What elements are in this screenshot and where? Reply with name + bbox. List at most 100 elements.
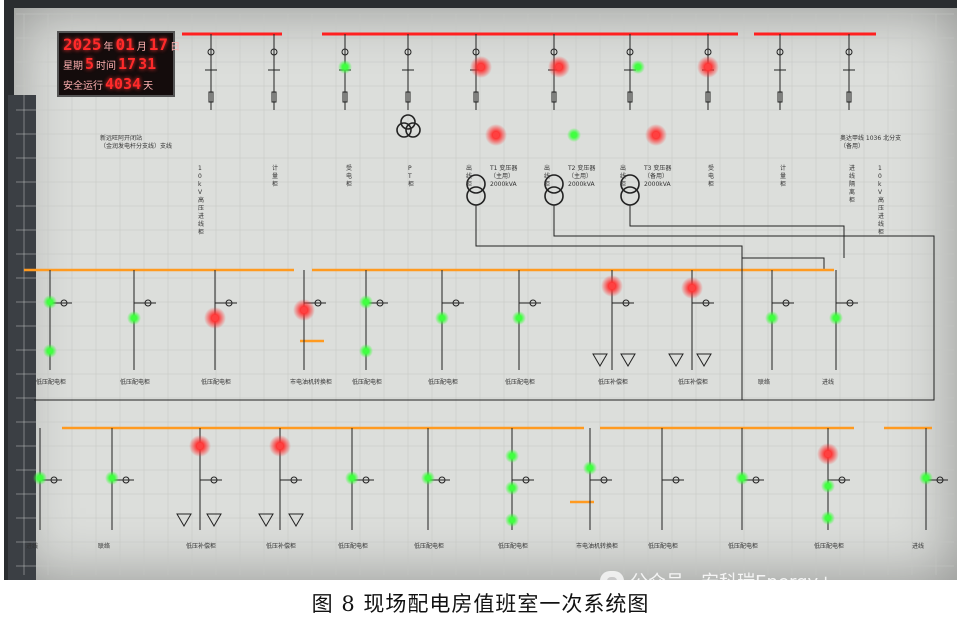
cb-symbol bbox=[529, 299, 537, 307]
lv-panels bbox=[34, 252, 948, 530]
green-lamp bbox=[43, 344, 57, 358]
green-lamp bbox=[421, 471, 435, 485]
red-lamp bbox=[485, 124, 507, 146]
clock-weekday-label: 星期 bbox=[63, 61, 83, 72]
hv-bay-label: 受电柜 bbox=[346, 164, 352, 188]
clock-month: 01 bbox=[115, 35, 135, 54]
panel-label: 低压配电柜 bbox=[505, 378, 535, 386]
panel-label: 低压配电柜 bbox=[36, 378, 66, 386]
clock-safe-days: 4034 bbox=[105, 75, 142, 93]
watermark: 公众号 · 安科瑞Energy+ bbox=[600, 568, 833, 580]
bottom-row-labels: 进线联络低压补偿柜低压补偿柜低压配电柜低压配电柜低压配电柜市电油机转换柜低压配电… bbox=[26, 542, 924, 550]
breaker-symbol bbox=[846, 91, 852, 103]
capacitor-symbol bbox=[696, 353, 712, 367]
hv-bay-label: 计量柜 bbox=[272, 164, 278, 188]
green-lamp bbox=[435, 311, 449, 325]
green-lamp bbox=[631, 60, 645, 74]
capacitor-symbol bbox=[620, 353, 636, 367]
disconnect-symbol bbox=[845, 48, 853, 56]
red-lamp bbox=[293, 299, 315, 321]
incoming-left-label: 新远旺阿开闭站（金润发电杆分支线）支线 bbox=[100, 134, 172, 150]
cb-symbol bbox=[622, 299, 630, 307]
panel-label: 市电油机转换柜 bbox=[290, 378, 332, 386]
clock-day-unit: 日 bbox=[170, 42, 181, 53]
cabinet-edge bbox=[8, 95, 36, 580]
green-lamp bbox=[821, 479, 835, 493]
hv-bay-label: 出线柜 bbox=[544, 164, 550, 188]
t1-label: T1 变压器（主用） bbox=[489, 164, 517, 180]
cb-symbol bbox=[362, 476, 370, 484]
mid-row-labels: 低压配电柜低压配电柜低压配电柜市电油机转换柜低压配电柜低压配电柜低压配电柜低压补… bbox=[36, 378, 834, 386]
indicator-lamps bbox=[33, 56, 933, 527]
clock-day: 17 bbox=[148, 35, 169, 54]
watermark-text: 公众号 · 安科瑞Energy+ bbox=[630, 568, 833, 580]
cb-symbol bbox=[452, 299, 460, 307]
panel-label: 进线 bbox=[26, 542, 38, 550]
green-lamp bbox=[345, 471, 359, 485]
green-lamp bbox=[505, 513, 519, 527]
red-lamp bbox=[817, 443, 839, 465]
cb-symbol bbox=[600, 476, 608, 484]
clock-minute: 31 bbox=[138, 55, 157, 73]
green-lamp bbox=[567, 128, 581, 142]
red-lamp bbox=[697, 56, 719, 78]
disconnect-symbol bbox=[550, 48, 558, 56]
capacitor-symbol bbox=[288, 513, 304, 527]
panel-label: 低压配电柜 bbox=[814, 542, 844, 550]
cb-symbol bbox=[290, 476, 298, 484]
breaker-symbol bbox=[551, 91, 557, 103]
panel-label: 市电油机转换柜 bbox=[576, 542, 618, 550]
green-lamp bbox=[765, 311, 779, 325]
green-lamp bbox=[338, 60, 352, 74]
panel-label: 低压补偿柜 bbox=[186, 542, 216, 550]
panel-label: 进线 bbox=[912, 542, 924, 550]
t1-capacity: 2000kVA bbox=[490, 181, 517, 188]
cb-symbol bbox=[672, 476, 680, 484]
capacitor-symbol bbox=[668, 353, 684, 367]
panel-label: 低压配电柜 bbox=[728, 542, 758, 550]
red-lamp bbox=[681, 277, 703, 299]
red-lamp bbox=[269, 435, 291, 457]
clock-hour: 17 bbox=[118, 55, 137, 73]
clock-year-unit: 年 bbox=[103, 42, 114, 53]
transformers bbox=[396, 114, 640, 206]
disconnect-symbol bbox=[704, 48, 712, 56]
t3-capacity: 2000kVA bbox=[644, 181, 671, 188]
clock-weekday: 5 bbox=[85, 55, 95, 73]
panel-label: 低压配电柜 bbox=[338, 542, 368, 550]
red-lamp bbox=[601, 275, 623, 297]
cb-symbol bbox=[314, 299, 322, 307]
disconnect-symbol bbox=[207, 48, 215, 56]
cb-symbol bbox=[752, 476, 760, 484]
red-lamp bbox=[548, 56, 570, 78]
capacitor-symbol bbox=[592, 353, 608, 367]
panel-label: 联络 bbox=[758, 378, 770, 386]
clock-safe-unit: 天 bbox=[143, 81, 154, 92]
red-lamp bbox=[470, 56, 492, 78]
breaker-symbol bbox=[271, 91, 277, 103]
cb-symbol bbox=[438, 476, 446, 484]
breaker-symbol bbox=[705, 91, 711, 103]
disconnect-symbol bbox=[626, 48, 634, 56]
panel-label: 低压补偿柜 bbox=[598, 378, 628, 386]
grid-lines bbox=[16, 13, 954, 575]
cb-symbol bbox=[144, 299, 152, 307]
green-lamp bbox=[359, 344, 373, 358]
cb-symbol bbox=[122, 476, 130, 484]
cb-symbol bbox=[838, 476, 846, 484]
cb-symbol bbox=[936, 476, 944, 484]
panel-label: 低压配电柜 bbox=[201, 378, 231, 386]
green-lamp bbox=[505, 449, 519, 463]
red-lamp bbox=[645, 124, 667, 146]
green-lamp bbox=[919, 471, 933, 485]
clock-year: 2025 bbox=[63, 35, 102, 54]
green-lamp bbox=[583, 461, 597, 475]
wechat-icon bbox=[600, 571, 624, 580]
disconnect-symbol bbox=[341, 48, 349, 56]
green-lamp bbox=[359, 295, 373, 309]
green-lamp bbox=[512, 311, 526, 325]
